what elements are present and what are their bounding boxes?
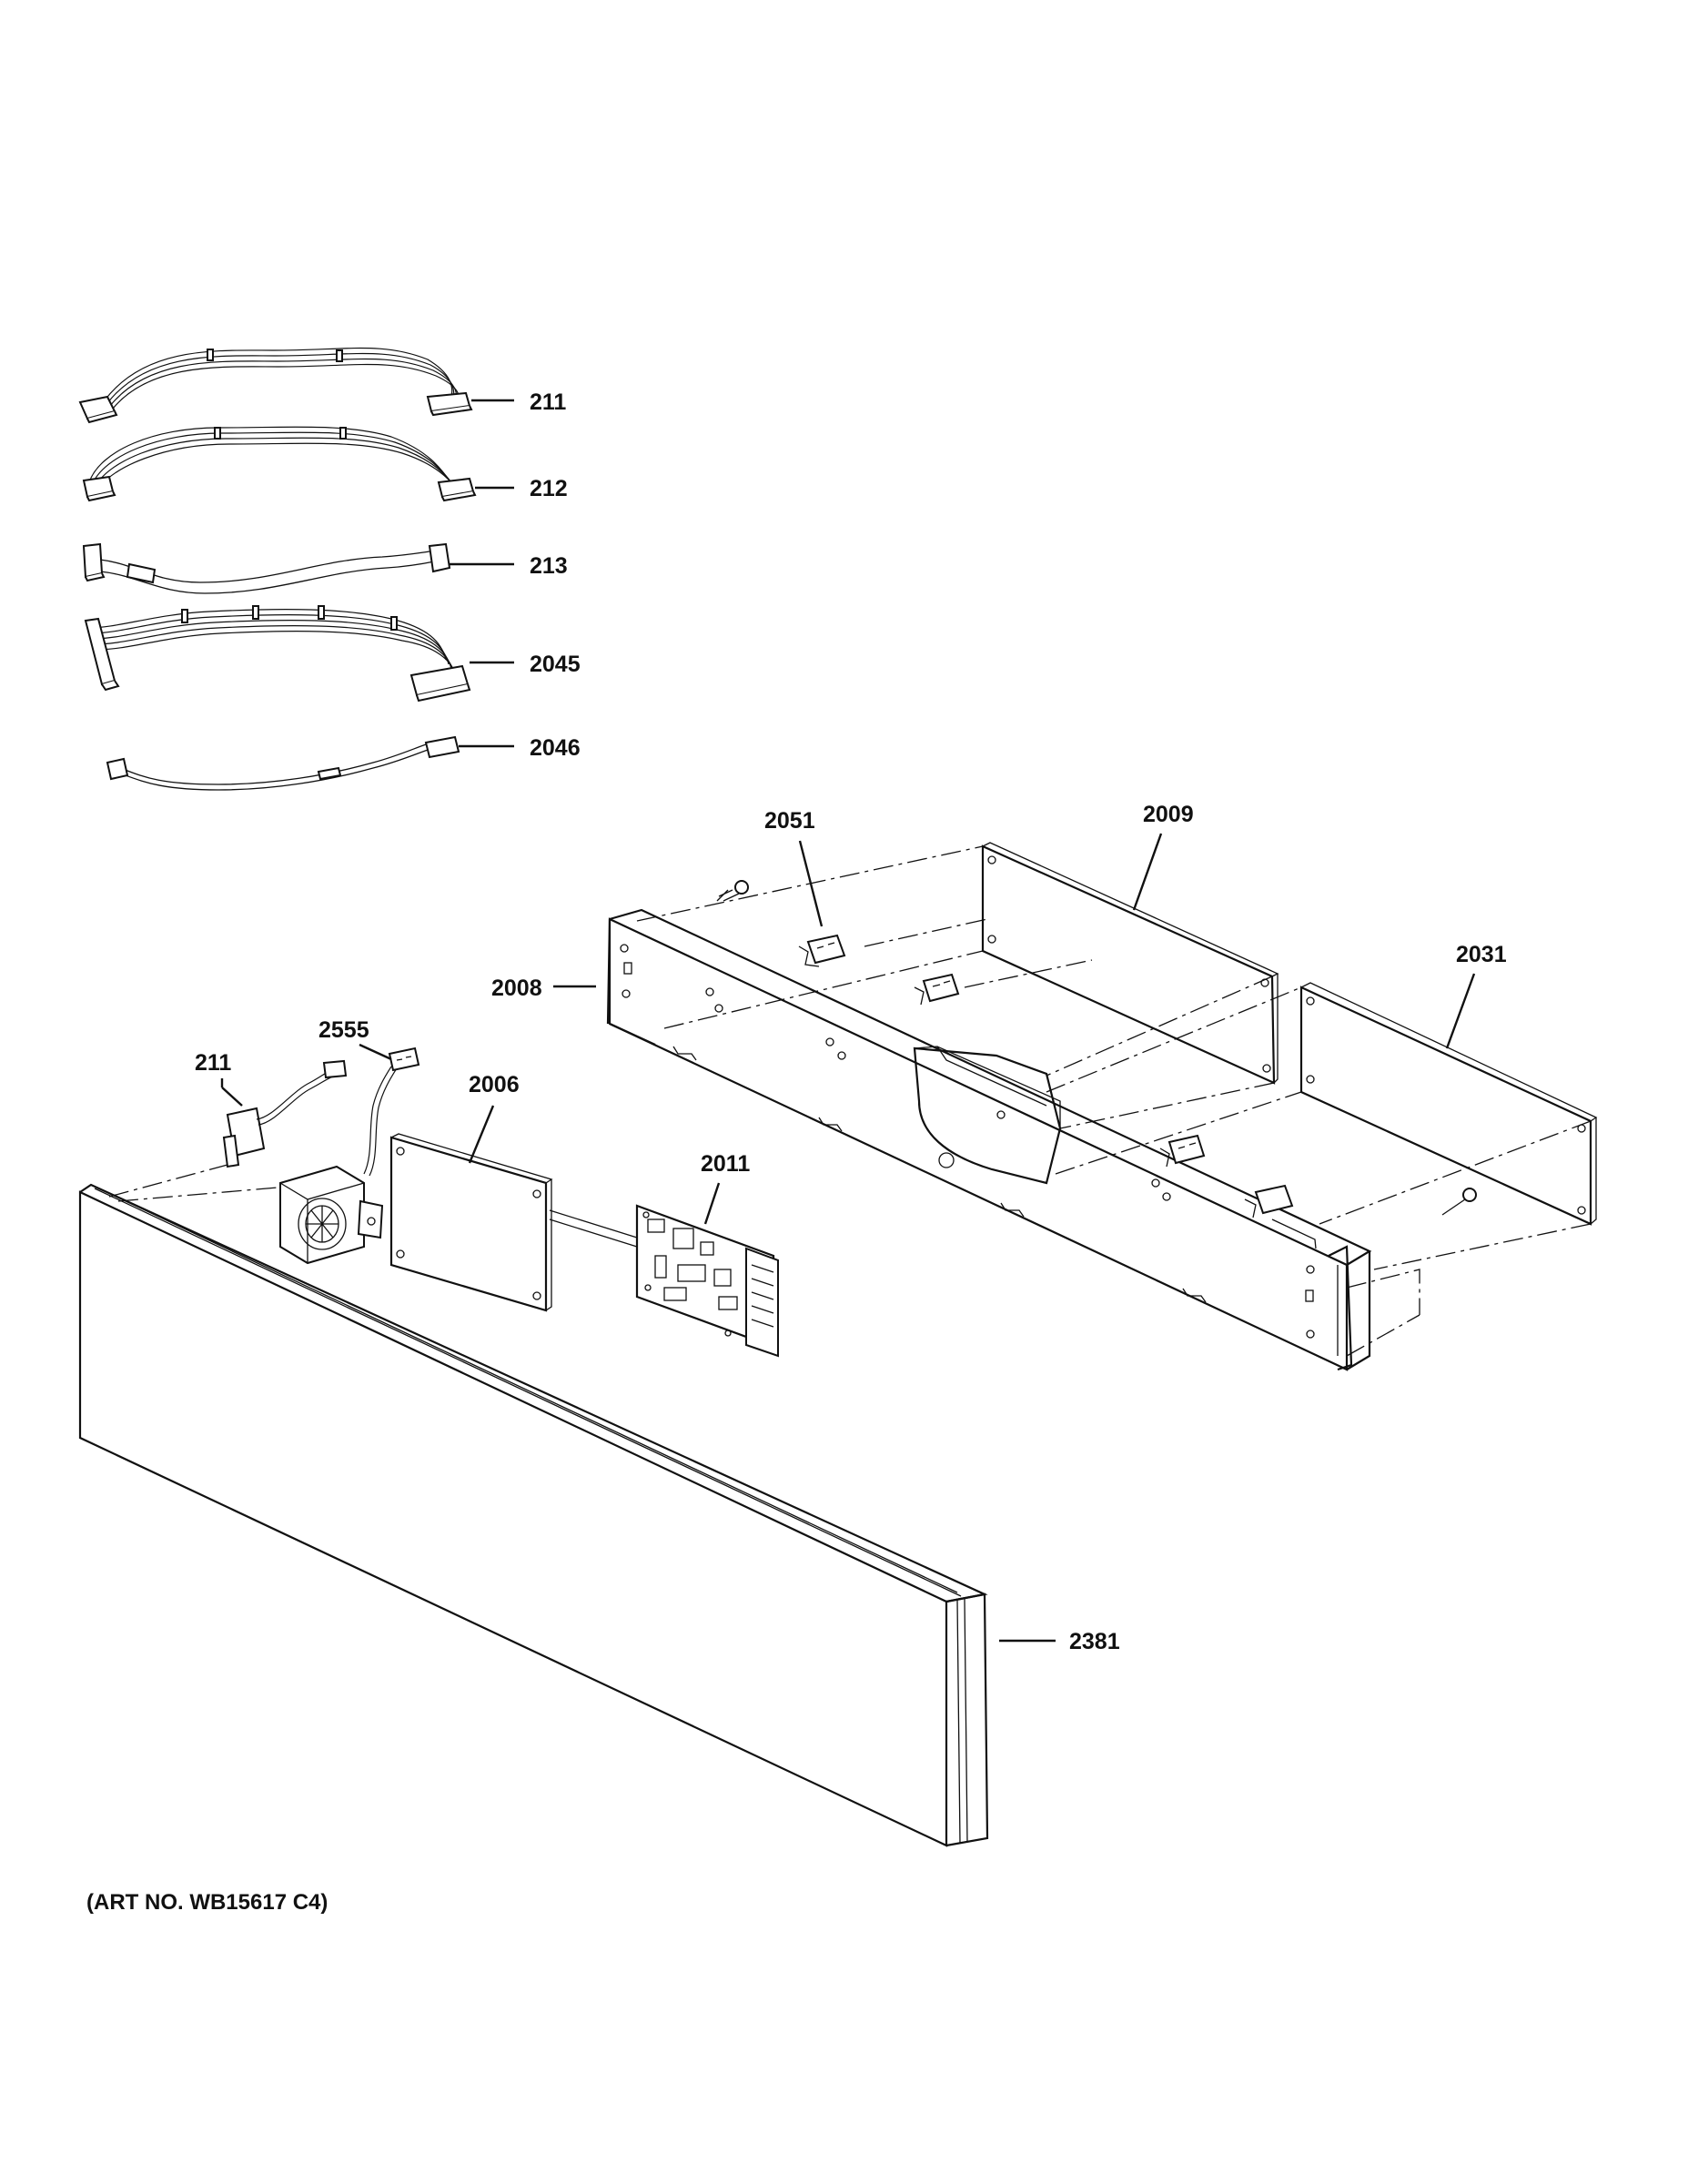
- wire-harness-212: [82, 426, 477, 502]
- callout-2046: 2046: [530, 735, 581, 761]
- callout-2555: 2555: [318, 1017, 369, 1043]
- callout-211-lower: 211: [195, 1050, 231, 1076]
- board-2031: [1299, 982, 1598, 1226]
- leader-2009: [1132, 833, 1163, 911]
- wire-harness-2046: [106, 735, 460, 791]
- leader-2031: [1445, 973, 1476, 1049]
- leader-2555: [359, 1043, 392, 1061]
- wire-harness-213: [82, 542, 451, 594]
- leader-2006: [468, 1105, 495, 1164]
- callout-2045: 2045: [530, 652, 581, 677]
- callout-213: 213: [530, 553, 568, 579]
- plate-2006: [389, 1133, 553, 1312]
- wire-harness-2045: [84, 605, 471, 703]
- connector-a: [914, 973, 960, 1006]
- connector-b: [1159, 1134, 1206, 1168]
- leader-2011: [703, 1182, 721, 1225]
- buzzer-2555: [279, 1046, 420, 1265]
- callout-2008: 2008: [491, 976, 542, 1001]
- wire-harness-211: [78, 347, 473, 424]
- callout-2009: 2009: [1143, 802, 1194, 827]
- callout-211-top: 211: [530, 389, 566, 415]
- screw-right: [1441, 1188, 1477, 1216]
- control-panel-2381: [78, 1183, 989, 1847]
- callout-212: 212: [530, 476, 568, 501]
- leader-2051: [798, 840, 824, 927]
- board-2009: [981, 842, 1279, 1085]
- screw-top: [716, 880, 749, 902]
- callout-2051: 2051: [764, 808, 815, 834]
- control-chassis-2008: [606, 908, 1372, 1371]
- switch-211: [222, 1059, 348, 1168]
- callout-2381: 2381: [1069, 1629, 1120, 1654]
- control-board-2011: [549, 1204, 779, 1358]
- connector-c: [1244, 1184, 1294, 1218]
- callout-2006: 2006: [469, 1072, 520, 1097]
- connector-2051: [798, 934, 846, 967]
- leader-211-lower: [221, 1087, 243, 1107]
- callout-2011: 2011: [701, 1151, 750, 1177]
- art-number: (ART NO. WB15617 C4): [86, 1890, 328, 1915]
- callout-2031: 2031: [1456, 942, 1507, 967]
